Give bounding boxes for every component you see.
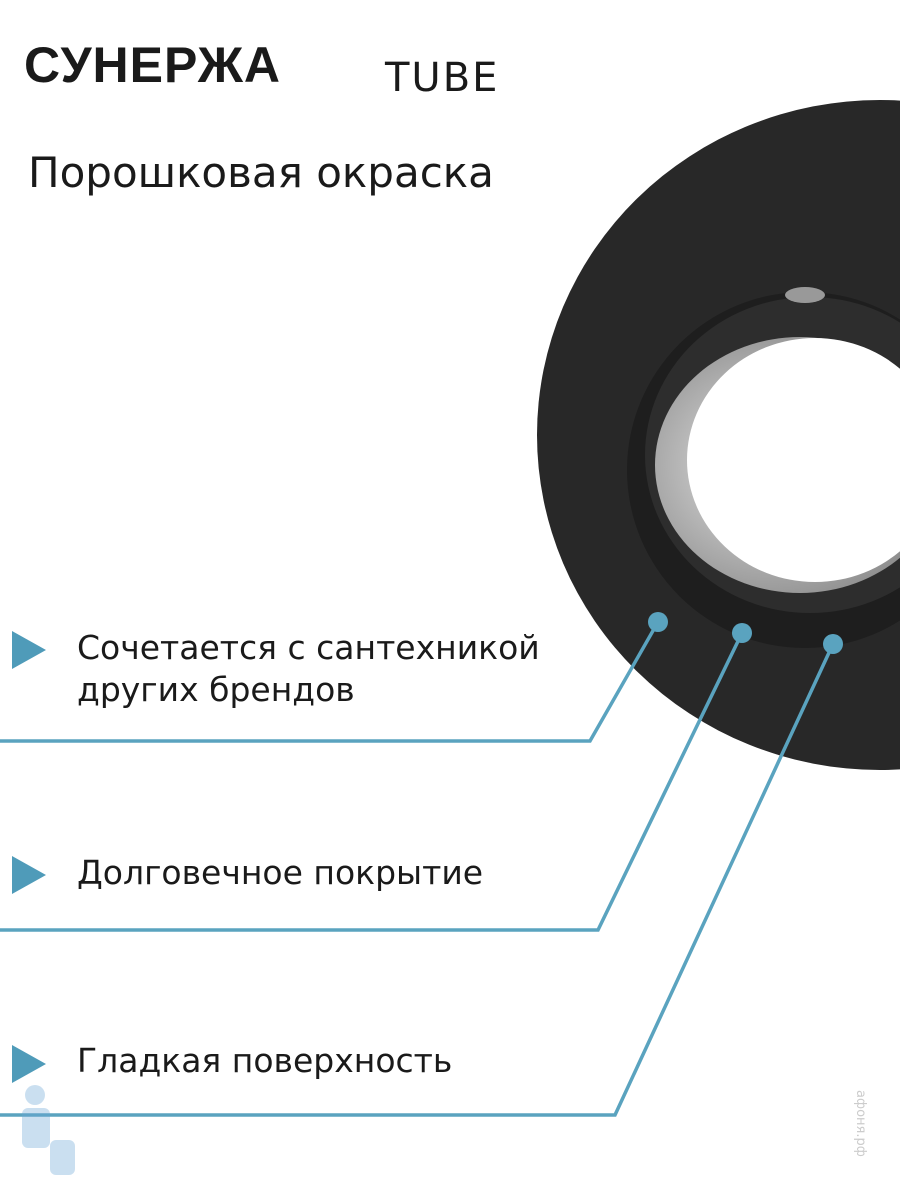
plumber-mascot-icon bbox=[22, 1085, 75, 1175]
feature-3: Гладкая поверхность bbox=[77, 1041, 453, 1080]
feature-1: Сочетается с сантехникой других брендов bbox=[77, 627, 540, 711]
feature-1-line2: других брендов bbox=[77, 670, 355, 709]
bullet-triangle-icon bbox=[12, 631, 46, 669]
page-title: Порошковая окраска bbox=[28, 148, 494, 197]
hole bbox=[687, 338, 900, 582]
callout-dot bbox=[732, 623, 752, 643]
set-screw bbox=[785, 287, 825, 303]
callout-dot bbox=[823, 634, 843, 654]
feature-1-line1: Сочетается с сантехникой bbox=[77, 628, 540, 667]
bullet-triangle-icon bbox=[12, 1045, 46, 1083]
callout-lines bbox=[0, 621, 835, 1117]
feature-2: Долговечное покрытие bbox=[77, 853, 484, 892]
bullet-triangle-icon bbox=[12, 856, 46, 894]
callout-dot bbox=[648, 612, 668, 632]
watermark: афоня.рф bbox=[853, 1090, 868, 1157]
series-name: TUBE bbox=[385, 55, 500, 101]
brand-logo: СУНЕРЖА bbox=[24, 37, 281, 93]
